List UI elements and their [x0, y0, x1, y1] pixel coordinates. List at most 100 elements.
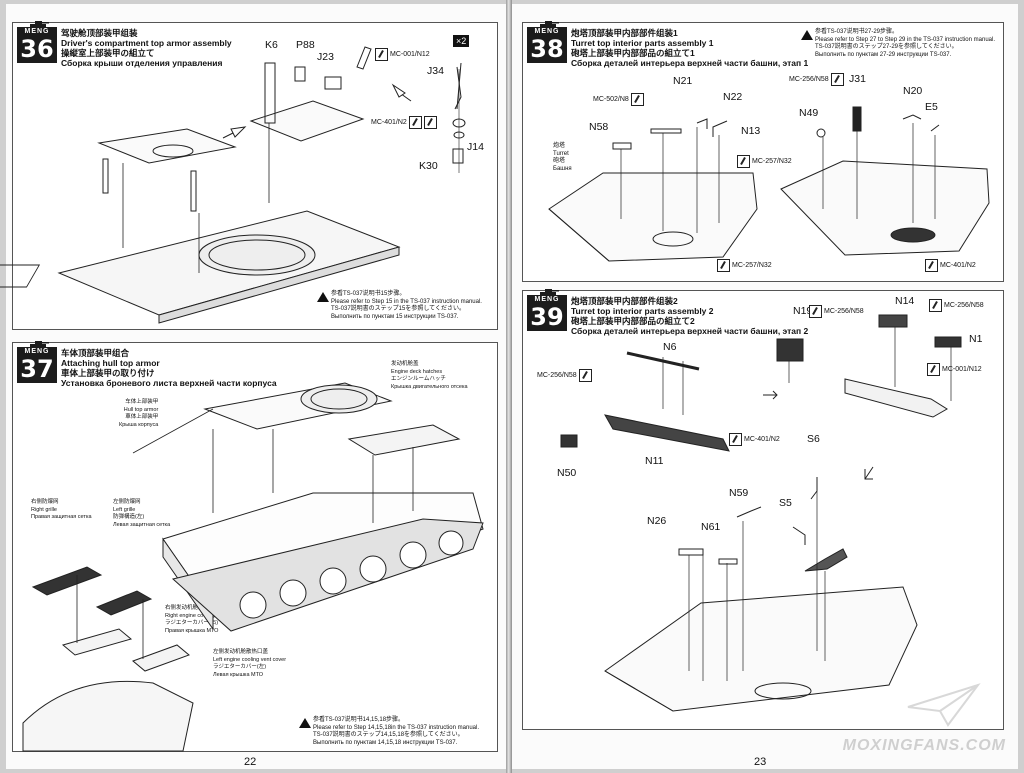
brush-icon — [729, 433, 742, 446]
brush-icon — [925, 259, 938, 272]
quantity-badge: ×2 — [453, 35, 470, 47]
title-en: Driver's compartment top armor assembly — [61, 38, 232, 48]
binding-gutter — [506, 0, 512, 773]
page-number: 22 — [244, 756, 257, 768]
brush-icon — [717, 259, 730, 272]
part-label: S6 — [807, 433, 820, 445]
part-label: P88 — [296, 39, 315, 51]
brush-icon — [423, 116, 437, 129]
paint-callout: MC-257/N32 — [737, 155, 792, 168]
part-label: N26 — [647, 515, 667, 527]
paint-callout: MC-001/N12 — [927, 363, 982, 376]
reference-note: 参看TS-037说明书27-29步骤。 Please refer to Step… — [801, 29, 995, 59]
step-38-drawing — [548, 106, 990, 262]
brush-icon — [809, 305, 822, 318]
title-jp: 砲塔上部装甲内部部品の組立て1 — [571, 48, 695, 58]
paint-callout: MC-401/N2 — [729, 433, 780, 446]
brush-icon — [737, 155, 750, 168]
warning-icon — [299, 718, 311, 728]
title-en: Attaching hull top armor — [61, 358, 160, 368]
step-38-badge: MENG 38 — [527, 21, 567, 63]
paint-callout: MC-401/N2 — [925, 259, 976, 272]
paint-callout: MC-256/N58 — [809, 305, 864, 318]
title-jp: 操縦室上部装甲の組立て — [61, 48, 155, 58]
warning-icon — [317, 292, 329, 302]
step-number: 39 — [530, 303, 564, 331]
part-label: N11 — [645, 455, 664, 467]
step-39-panel: MENG 39 炮塔顶部装甲内部部件组装2 Turret top interio… — [522, 289, 1004, 730]
step-36-panel: MENG 36 驾驶舱顶部装甲组装 Driver's compartment t… — [0, 21, 498, 330]
brand-logo: MENG — [24, 28, 50, 35]
step-number: 36 — [20, 35, 54, 63]
step-37-title: 车体顶部装甲组合 Attaching hull top armor 車体上部装甲… — [61, 348, 277, 388]
step-36-title: 驾驶舱顶部装甲组装 Driver's compartment top armor… — [61, 28, 232, 68]
part-label: J31 — [849, 73, 866, 85]
part-label: N1 — [969, 333, 983, 345]
title-cn: 车体顶部装甲组合 — [61, 348, 130, 358]
warning-icon — [801, 30, 813, 40]
paint-callout: MC-256/N58 — [789, 73, 844, 86]
watermark: MOXINGFANS.COM — [842, 737, 1006, 754]
title-jp: 砲塔上部装甲内部部品の組立て2 — [571, 316, 695, 326]
brand-logo: MENG — [24, 348, 50, 355]
part-label: N49 — [799, 107, 819, 119]
step-number: 38 — [530, 35, 564, 63]
step-39-badge: MENG 39 — [527, 289, 567, 331]
part-label: K6 — [265, 39, 278, 51]
brush-icon — [408, 116, 422, 129]
part-label: J23 — [317, 51, 334, 63]
brand-logo: MENG — [534, 296, 560, 303]
brand-logo: MENG — [534, 28, 560, 35]
brush-icon — [929, 299, 942, 312]
paint-callout: MC-257/N32 — [717, 259, 772, 272]
paint-callout: MC-256/N58 — [929, 299, 984, 312]
part-label: N6 — [663, 341, 677, 353]
reference-note: 参看TS-037说明书15步骤。 Please refer to Step 15… — [317, 291, 482, 321]
brush-icon — [830, 73, 844, 86]
page-number: 23 — [754, 756, 767, 768]
step-39-title: 炮塔顶部装甲内部部件组装2 Turret top interior parts … — [571, 296, 808, 336]
step-37-badge: MENG 37 — [17, 341, 57, 383]
title-cn: 炮塔顶部装甲内部部件组装1 — [571, 28, 678, 38]
step-37-drawing — [22, 382, 484, 752]
title-cn: 驾驶舱顶部装甲组装 — [61, 28, 138, 38]
title-ru: Сборка деталей интерьера верхней части б… — [571, 326, 809, 336]
tank-icon — [540, 289, 559, 297]
step-39-drawing — [560, 314, 962, 712]
part-label: N20 — [903, 85, 923, 97]
brush-icon — [630, 93, 644, 106]
step-38-title: 炮塔顶部装甲内部部件组装1 Turret top interior parts … — [571, 28, 808, 68]
part-label: N14 — [895, 295, 915, 307]
tank-icon — [30, 341, 49, 349]
part-label: J14 — [467, 141, 484, 153]
step-number: 37 — [20, 355, 54, 383]
part-label: N50 — [557, 467, 577, 479]
part-label: N61 — [701, 521, 721, 533]
tank-icon — [30, 21, 49, 29]
title-cn: 炮塔顶部装甲内部部件组装2 — [571, 296, 678, 306]
part-label: J34 — [427, 65, 444, 77]
part-label: E5 — [925, 101, 938, 113]
brush-icon — [927, 363, 940, 376]
tank-icon — [540, 21, 559, 29]
title-ru: Установка броневого листа верхней части … — [61, 378, 277, 388]
part-label: N21 — [673, 75, 693, 87]
part-label: K30 — [419, 160, 438, 172]
title-en: Turret top interior parts assembly 1 — [571, 38, 714, 48]
paint-callout: MC-256/N58 — [537, 369, 592, 382]
part-label: N22 — [723, 91, 743, 103]
step-36-drawing — [0, 46, 466, 324]
paint-callout: MC-401/N2 — [371, 116, 437, 129]
title-en: Turret top interior parts assembly 2 — [571, 306, 714, 316]
part-label: N59 — [729, 487, 749, 499]
part-label: N13 — [741, 125, 761, 137]
paint-callout: MC-001/N12 — [375, 48, 430, 61]
paper-plane-logo — [907, 683, 981, 727]
reference-note: 参看TS-037说明书14,15,18步骤。 Please refer to S… — [299, 717, 479, 747]
